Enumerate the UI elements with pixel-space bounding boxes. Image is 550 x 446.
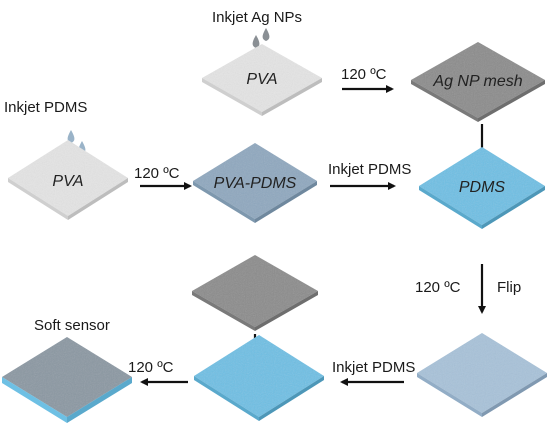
- pva-pdms-plate: PVA-PDMS: [193, 143, 317, 223]
- label-inkjet-pdms-bottom: Inkjet PDMS: [332, 359, 415, 376]
- label-soft-sensor: Soft sensor: [34, 317, 110, 334]
- ag-np-mesh-plate: Ag NP mesh: [411, 42, 545, 122]
- label-flip: Flip: [497, 279, 521, 296]
- label-cure-1: 120 ºC: [341, 66, 387, 83]
- plate-label-pva: PVA: [52, 173, 83, 190]
- soft-sensor-plate: [2, 337, 132, 423]
- droplet-icon: [67, 130, 75, 143]
- droplet-icon: [262, 28, 270, 41]
- ag-mesh-plate-transfer: [192, 255, 318, 331]
- plate-top: [194, 335, 324, 417]
- label-inkjet-pdms-mid: Inkjet PDMS: [328, 161, 411, 178]
- pdms-plate-bottom: [194, 335, 324, 421]
- plate-top: [2, 337, 132, 417]
- label-inkjet-ag-nps: Inkjet Ag NPs: [212, 9, 302, 26]
- plate-label-ag-np-mesh: Ag NP mesh: [432, 73, 522, 90]
- plate-label-pdms: PDMS: [459, 179, 506, 196]
- droplet-icon: [252, 35, 260, 48]
- plate-top: [417, 333, 547, 413]
- label-cure-final: 120 ºC: [128, 359, 174, 376]
- label-cure-flip: 120 ºC: [415, 279, 461, 296]
- label-inkjet-pdms-start: Inkjet PDMS: [4, 99, 87, 116]
- plate-label-pva: PVA: [246, 71, 277, 88]
- pdms-plate-flipped: [417, 333, 547, 417]
- label-cure-2: 120 ºC: [134, 165, 180, 182]
- pva-plate-ag: PVA: [202, 44, 322, 116]
- pva-plate-start: PVA: [8, 140, 128, 220]
- plate-top: [192, 255, 318, 327]
- pdms-plate: PDMS: [419, 147, 545, 229]
- plate-label-pva-pdms: PVA-PDMS: [214, 175, 297, 192]
